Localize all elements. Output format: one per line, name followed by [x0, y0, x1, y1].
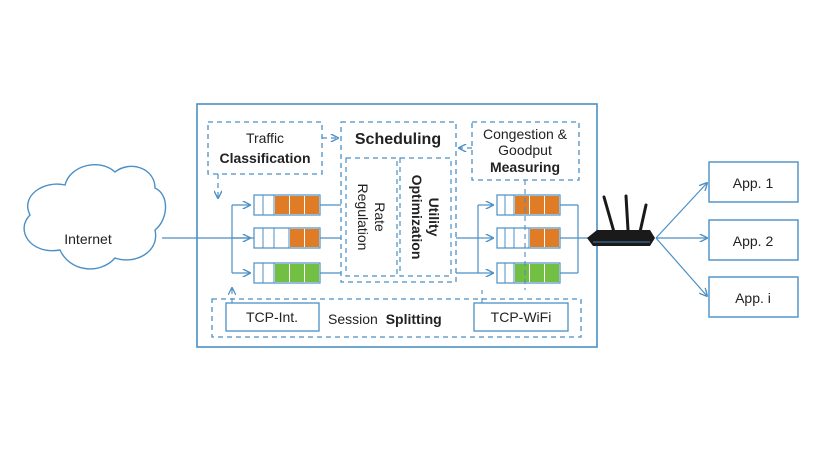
wifi-router-icon: [587, 194, 655, 246]
svg-text:Rate: Rate: [372, 202, 388, 232]
right-queue-2: [496, 227, 561, 249]
right-queue-1: [496, 194, 561, 216]
left-queue-2: [253, 227, 321, 249]
internet-label: Internet: [64, 231, 112, 247]
svg-text:Traffic: Traffic: [246, 130, 284, 146]
left-queue-1: [253, 194, 321, 216]
left-input-lines: [231, 205, 250, 273]
svg-text:Measuring: Measuring: [490, 159, 560, 175]
utility-optimization-box: Utility Optimization: [399, 157, 452, 277]
tcp-int-box: [225, 302, 320, 332]
scheduler-to-right-queues: [456, 205, 493, 273]
svg-text:Congestion &: Congestion &: [483, 126, 568, 142]
svg-text:Utility: Utility: [426, 198, 442, 237]
right-queue-3: [496, 262, 561, 284]
cloud-icon: [23, 164, 167, 270]
svg-text:App. i: App. i: [735, 290, 771, 306]
left-queues-to-scheduler: [320, 204, 341, 274]
left-queue-3: [253, 262, 321, 284]
svg-text:App. 1: App. 1: [733, 175, 774, 191]
tcp-wifi-box: [473, 302, 569, 332]
congestion-measuring-box: Congestion & Goodput Measuring: [471, 121, 580, 181]
svg-text:Goodput: Goodput: [498, 142, 552, 158]
svg-text:TCP-Int.: TCP-Int.: [246, 309, 298, 325]
svg-text:Optimization: Optimization: [409, 175, 425, 260]
traffic-classification-box: Traffic Classification: [207, 121, 323, 175]
svg-text:Classification: Classification: [219, 150, 310, 166]
svg-text:Regulation: Regulation: [355, 184, 371, 251]
svg-text:App. 2: App. 2: [733, 233, 774, 249]
app-box-i: App. i: [708, 276, 799, 318]
internet-cloud: Internet: [23, 164, 167, 270]
svg-text:TCP-WiFi: TCP-WiFi: [491, 309, 552, 325]
session-splitting-label: Session Splitting: [328, 311, 442, 327]
app-box-1: App. 1: [708, 161, 799, 203]
app-box-2: App. 2: [708, 219, 799, 261]
router-to-apps-lines: [655, 183, 707, 296]
scheduling-title: Scheduling: [355, 131, 441, 148]
rate-regulation-box: Rate Regulation: [345, 157, 398, 277]
system-box: [196, 103, 598, 348]
scheduling-box: Scheduling: [340, 121, 457, 283]
session-splitting-box: TCP-Int. Session Splitting TCP-WiFi: [211, 298, 582, 338]
